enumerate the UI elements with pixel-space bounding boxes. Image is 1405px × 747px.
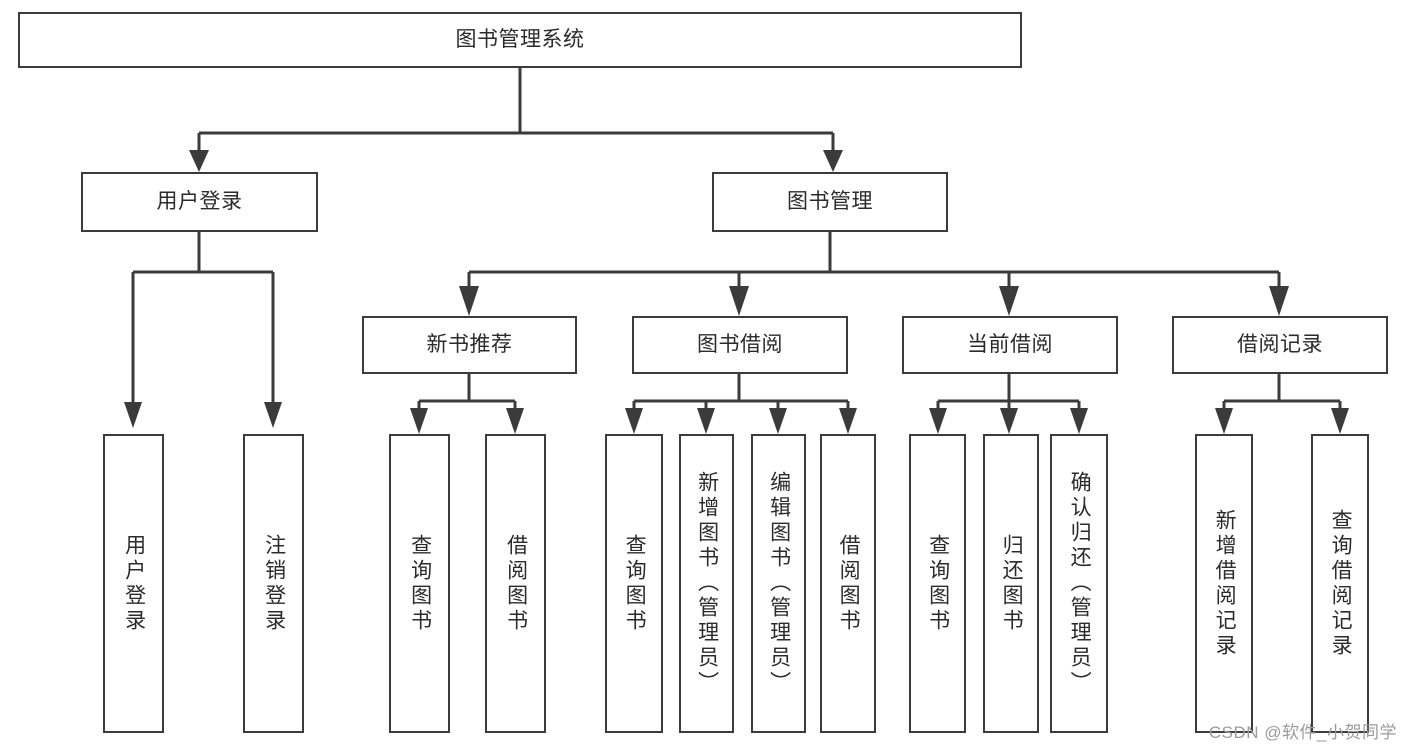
node-leaf-add-book-label: 新增图书（管理员） [695,471,719,696]
node-book-manage-label: 图书管理 [787,189,873,213]
node-leaf-edit-book[interactable]: 编辑图书（管理员） [751,434,806,733]
node-borrow-record-label: 借阅记录 [1237,332,1323,356]
node-leaf-add-record-label: 新增借阅记录 [1213,508,1237,659]
arrowhead-leaf-borrow-book-1 [506,408,524,434]
arrowhead-leaf-query-book-3 [929,408,947,434]
node-leaf-borrow-book-2-label: 借阅图书 [837,533,861,634]
node-leaf-return-book-label: 归还图书 [1000,533,1024,634]
arrowhead-new-book-recommend [459,286,479,316]
node-current-borrow-label: 当前借阅 [967,332,1053,356]
node-leaf-edit-book-label: 编辑图书（管理员） [767,471,791,696]
arrowhead-borrow-record [1269,286,1289,316]
arrowhead-leaf-return-book [1000,408,1018,434]
node-leaf-query-book-1-label: 查询图书 [408,533,432,634]
arrowhead-leaf-query-record [1331,408,1349,434]
node-book-borrow-label: 图书借阅 [697,332,783,356]
node-leaf-borrow-book-1[interactable]: 借阅图书 [485,434,546,733]
node-leaf-user-login[interactable]: 用户登录 [103,434,164,733]
node-leaf-user-logout-label: 注销登录 [262,533,286,634]
node-new-book-recommend[interactable]: 新书推荐 [362,316,577,374]
node-root[interactable]: 图书管理系统 [18,12,1022,68]
node-user-login-label: 用户登录 [156,189,243,213]
node-borrow-record[interactable]: 借阅记录 [1172,316,1388,374]
node-leaf-query-book-3-label: 查询图书 [926,533,950,634]
node-leaf-query-book-2-label: 查询图书 [623,533,647,634]
node-leaf-query-record[interactable]: 查询借阅记录 [1311,434,1369,733]
node-leaf-query-book-3[interactable]: 查询图书 [909,434,966,733]
node-leaf-borrow-book-1-label: 借阅图书 [504,533,528,634]
node-leaf-confirm-return-label: 确认归还（管理员） [1068,471,1092,696]
arrowhead-leaf-query-book-2 [625,408,643,434]
node-leaf-query-book-2[interactable]: 查询图书 [605,434,663,733]
node-leaf-query-book-1[interactable]: 查询图书 [389,434,450,733]
node-leaf-user-logout[interactable]: 注销登录 [243,434,304,733]
node-leaf-query-record-label: 查询借阅记录 [1329,508,1353,659]
arrowhead-leaf-confirm-return [1070,408,1088,434]
node-new-book-recommend-label: 新书推荐 [426,332,513,356]
arrowhead-leaf-add-record [1215,408,1233,434]
node-leaf-borrow-book-2[interactable]: 借阅图书 [820,434,876,733]
node-current-borrow[interactable]: 当前借阅 [902,316,1118,374]
arrowhead-leaf-query-book-1 [410,408,428,434]
arrowhead-leaf-borrow-book-2 [839,408,857,434]
node-leaf-return-book[interactable]: 归还图书 [983,434,1039,733]
arrowhead-current-borrow [999,286,1019,316]
node-leaf-add-record[interactable]: 新增借阅记录 [1195,434,1253,733]
node-leaf-confirm-return[interactable]: 确认归还（管理员） [1050,434,1108,733]
arrowhead-user-login [189,150,209,172]
arrowhead-book-borrow [729,286,749,316]
node-root-label: 图书管理系统 [455,27,585,51]
arrowhead-leaf-user-login [124,402,142,428]
arrowhead-book-manage [823,150,843,172]
node-leaf-user-login-label: 用户登录 [122,533,146,634]
node-leaf-add-book[interactable]: 新增图书（管理员） [679,434,734,733]
watermark-text: CSDN @软件_小贺同学 [1208,723,1397,742]
arrowhead-leaf-user-logout [264,402,282,428]
node-user-login[interactable]: 用户登录 [81,172,318,232]
node-book-manage[interactable]: 图书管理 [712,172,948,232]
arrowhead-leaf-add-book [697,408,715,434]
node-book-borrow[interactable]: 图书借阅 [632,316,848,374]
arrowhead-leaf-edit-book [769,408,787,434]
